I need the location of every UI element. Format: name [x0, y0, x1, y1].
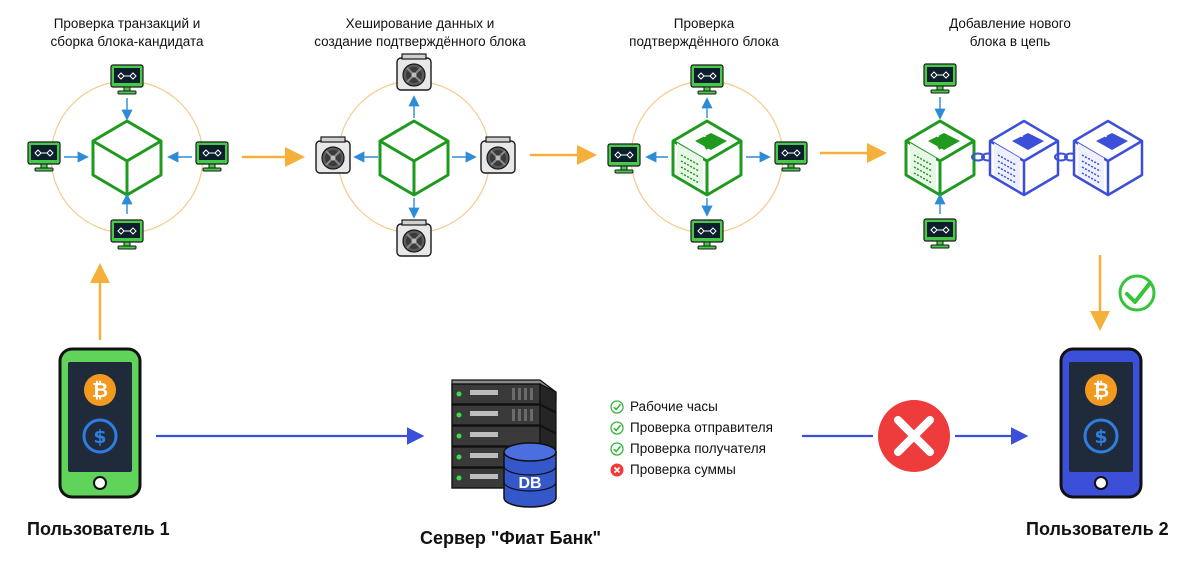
step1-caption-line: сборка блока-кандидата: [50, 34, 204, 49]
dollar-icon: $: [1083, 418, 1119, 454]
step4-caption-line: Добавление нового: [949, 16, 1071, 31]
step2-caption: Хеширование данных и создание подтверждё…: [300, 15, 540, 51]
user1-phone: ₿ $: [58, 347, 142, 499]
new-block-lock-icon: [904, 119, 976, 197]
step3-caption-line: подтверждённого блока: [629, 34, 779, 49]
step1-caption-line: Проверка транзакций и: [53, 16, 201, 31]
step4-group: [904, 63, 1144, 249]
checklist-item: Проверка отправителя: [610, 417, 773, 438]
miner-icon: [396, 53, 432, 91]
svg-text:$: $: [1094, 426, 1107, 448]
database-icon: DB: [503, 442, 557, 508]
locked-block-lock-icon: [671, 119, 743, 197]
check-icon: [610, 441, 624, 456]
node-monitor-icon: [774, 141, 808, 172]
node-monitor-icon: [923, 218, 957, 249]
step2-caption-line: Хеширование данных и: [345, 16, 495, 31]
cross-icon: [610, 463, 624, 476]
chain-block-lock-icon: [1072, 119, 1144, 197]
dollar-icon: $: [82, 418, 118, 454]
success-check-icon: [1118, 274, 1156, 312]
bitcoin-icon: ₿: [1085, 374, 1117, 406]
checklist-text: Рабочие часы: [630, 399, 718, 414]
chain-block-lock-icon: [988, 119, 1060, 197]
svg-text:$: $: [93, 426, 106, 448]
step3-caption-line: Проверка: [673, 16, 735, 31]
step1-group: [27, 64, 229, 250]
user2-phone: ₿ $: [1059, 347, 1143, 499]
check-icon: [610, 399, 624, 414]
node-monitor-icon: [195, 141, 229, 172]
miner-icon: [315, 136, 351, 174]
step2-caption-line: создание подтверждённого блока: [314, 34, 526, 49]
node-monitor-icon: [690, 219, 724, 250]
server-stack-icon: [451, 379, 557, 489]
user1-label: Пользователь 1: [27, 519, 170, 539]
checklist-item: Проверка получателя: [610, 438, 773, 459]
step1-caption: Проверка транзакций и сборка блока-канди…: [30, 15, 224, 51]
svg-text:₿: ₿: [1093, 378, 1109, 402]
check-icon: [610, 420, 624, 435]
checklist-item: Проверка суммы: [610, 459, 773, 480]
checklist-item: Рабочие часы: [610, 396, 773, 417]
candidate-block-cube-icon: [91, 119, 163, 197]
step3-group: [607, 64, 808, 250]
server-label: Сервер "Фиат Банк": [420, 528, 601, 548]
step4-caption-line: блока в цепь: [969, 34, 1051, 49]
node-monitor-icon: [690, 64, 724, 95]
node-monitor-icon: [110, 219, 144, 250]
step3-caption: Проверка подтверждённого блока: [612, 15, 796, 51]
node-monitor-icon: [923, 63, 957, 94]
node-monitor-icon: [110, 64, 144, 95]
bank-checklist: Рабочие часы Проверка отправителя Провер…: [610, 396, 773, 480]
step2-group: [315, 53, 516, 257]
step4-caption: Добавление нового блока в цепь: [944, 15, 1076, 51]
hashing-block-cube-icon: [378, 119, 450, 197]
user2-label: Пользователь 2: [1026, 519, 1169, 539]
db-label: DB: [518, 475, 541, 492]
miner-icon: [396, 219, 432, 257]
checklist-text: Проверка получателя: [630, 441, 766, 456]
checklist-text: Проверка отправителя: [630, 420, 773, 435]
node-monitor-icon: [607, 143, 641, 174]
bitcoin-icon: ₿: [84, 374, 116, 406]
checklist-text: Проверка суммы: [630, 462, 736, 477]
reject-cross-icon: [878, 400, 950, 472]
node-monitor-icon: [27, 141, 61, 172]
svg-text:₿: ₿: [92, 378, 108, 402]
miner-icon: [480, 136, 516, 174]
